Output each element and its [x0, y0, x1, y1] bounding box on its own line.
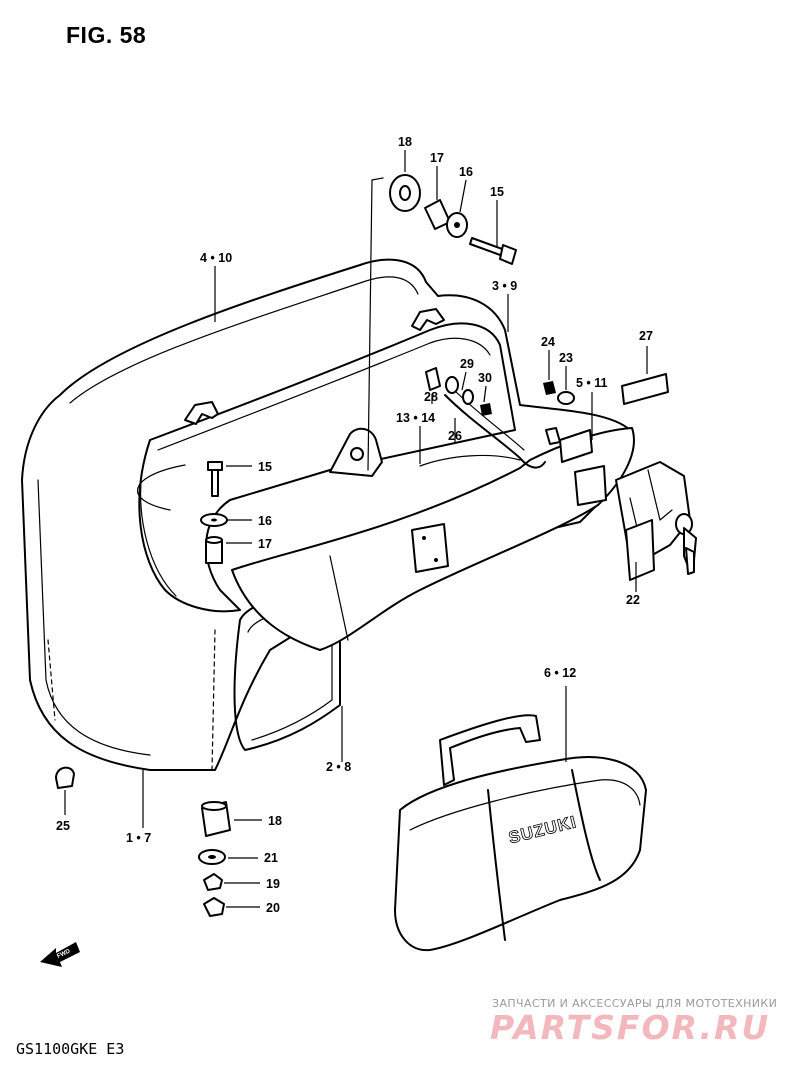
washer-23 [557, 391, 575, 405]
hinge-bracket [559, 429, 593, 463]
nut-24 [543, 381, 556, 395]
fwd-label: FWD [56, 948, 72, 959]
callout-1-7: 1 • 7 [126, 831, 151, 845]
reflector-27 [621, 373, 669, 405]
callout-20: 20 [266, 901, 280, 915]
model-code: GS1100GKE E3 [16, 1040, 125, 1058]
callout-13-14: 13 • 14 [396, 411, 435, 425]
nut-30 [480, 403, 492, 416]
callout-21: 21 [264, 851, 278, 865]
leader-lines [64, 150, 648, 908]
callout-30: 30 [478, 371, 492, 385]
callout-25: 25 [56, 819, 70, 833]
lower-hardware [55, 766, 231, 917]
callout-22: 22 [626, 593, 640, 607]
callout-16: 16 [459, 165, 473, 179]
top-hardware [389, 174, 517, 265]
callout-2-8: 2 • 8 [326, 760, 351, 774]
nut-20 [203, 897, 225, 917]
figure-title: FIG. 58 [66, 22, 147, 48]
callout-24: 24 [541, 335, 555, 349]
callout-18: 18 [398, 135, 412, 149]
inner-bag: SUZUKI [394, 714, 647, 952]
callout-17: 17 [430, 151, 444, 165]
callout-labels: 18 17 16 15 4 • 10 3 • 9 27 24 23 5 • 11… [56, 135, 653, 915]
watermark-tagline: ЗАПЧАСТИ И АКСЕССУАРЫ ДЛЯ МОТОТЕХНИКИ [492, 997, 778, 1010]
lock-assembly [615, 461, 697, 581]
inner-hardware [200, 461, 228, 564]
right-hardware [543, 373, 669, 463]
bolt-top [469, 237, 506, 257]
callout-26: 26 [448, 429, 462, 443]
callout-19: 19 [266, 877, 280, 891]
callout-5-11: 5 • 11 [576, 376, 608, 390]
saddlebag-lid [231, 427, 635, 651]
cap-25 [55, 766, 75, 789]
callout-17b: 17 [258, 537, 272, 551]
check-cable [425, 367, 546, 469]
callout-6-12: 6 • 12 [544, 666, 576, 680]
callout-27: 27 [639, 329, 653, 343]
callout-15b: 15 [258, 460, 272, 474]
callout-28: 28 [424, 390, 438, 404]
callout-15: 15 [490, 185, 504, 199]
callout-4-10: 4 • 10 [200, 251, 232, 265]
callout-18b: 18 [268, 814, 282, 828]
callout-29: 29 [460, 357, 474, 371]
callout-3-9: 3 • 9 [492, 279, 517, 293]
fwd-arrow: FWD [40, 942, 80, 967]
screw-28 [425, 367, 441, 391]
washer-29 [445, 376, 459, 394]
bolt-inner [207, 461, 223, 471]
watermark-logo: PARTSFOR.RU [490, 1008, 771, 1047]
callout-23: 23 [559, 351, 573, 365]
washer-19 [203, 873, 223, 891]
bag-handle [439, 714, 541, 786]
callout-16b: 16 [258, 514, 272, 528]
